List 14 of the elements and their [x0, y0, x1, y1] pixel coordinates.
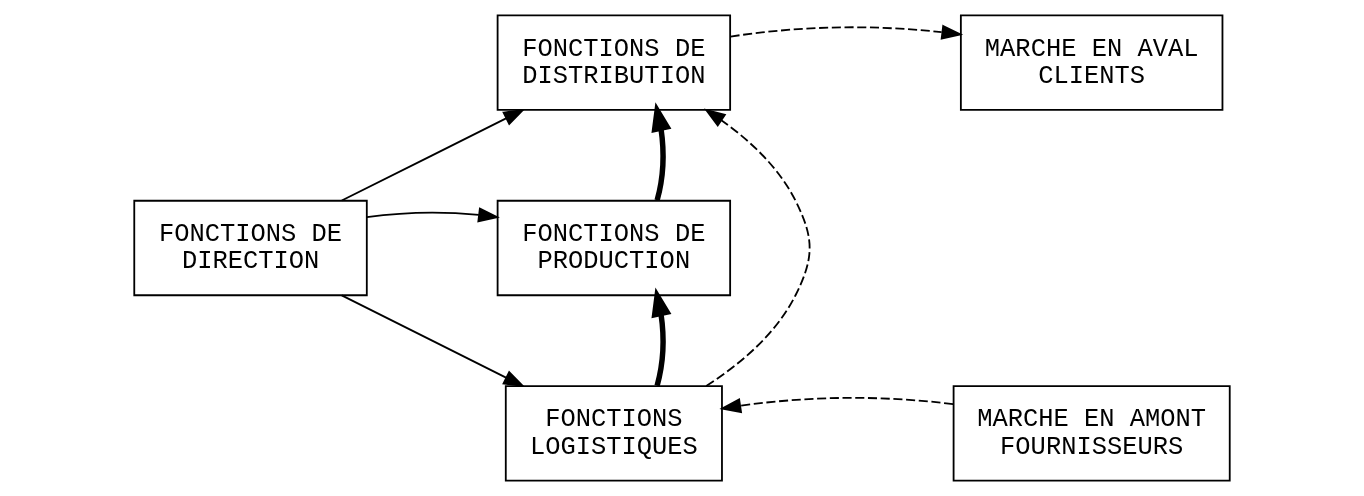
arrow	[703, 108, 811, 387]
arrow	[340, 108, 526, 202]
arrow	[366, 207, 500, 223]
arrow	[651, 287, 672, 387]
node-box: FONCTIONS LOGISTIQUES	[504, 385, 723, 482]
node-box: FONCTIONS DE PRODUCTION	[496, 199, 732, 297]
arrow	[340, 294, 526, 388]
arrow	[651, 102, 672, 202]
node-box: MARCHE EN AMONT FOURNISSEURS	[952, 385, 1231, 482]
node-box: FONCTIONS DE DISTRIBUTION	[496, 14, 732, 111]
arrow	[729, 24, 964, 40]
node-box: MARCHE EN AVAL CLIENTS	[959, 14, 1224, 111]
node-box: FONCTIONS DE DIRECTION	[133, 199, 368, 297]
arrow	[719, 397, 954, 414]
